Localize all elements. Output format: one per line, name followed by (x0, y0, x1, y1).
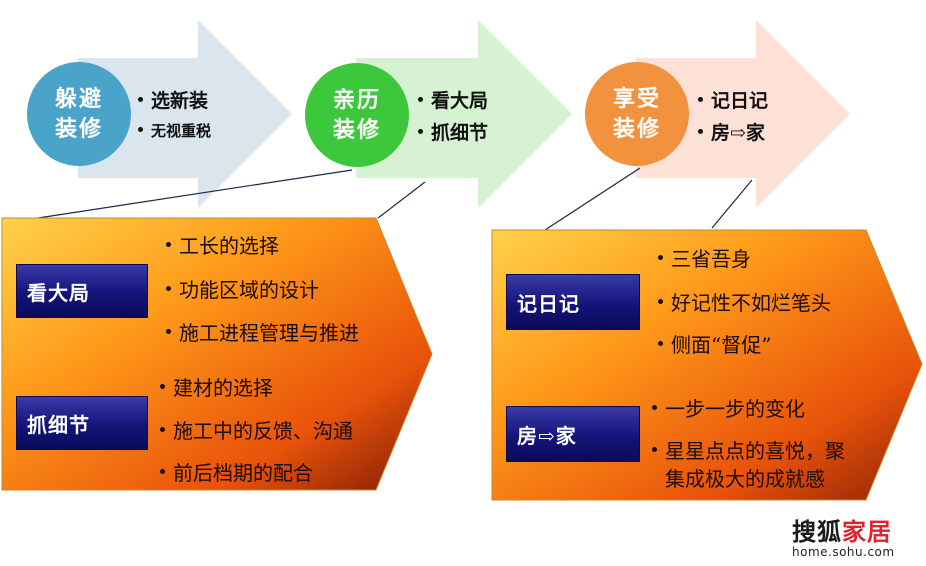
panel-right-item: 侧面“督促” (658, 329, 771, 358)
stage-circle-1: 躲避 装修 (27, 62, 131, 166)
watermark-url: home.sohu.com (792, 545, 895, 559)
stage-3-bullet: 房⇨家 (698, 118, 765, 145)
stage-circle-1-line2: 装修 (54, 116, 103, 142)
panel-left-box-1-label: 看大局 (27, 280, 90, 305)
stage-circle-3: 享受 装修 (585, 62, 689, 166)
stage-2-bullet: 看大局 (418, 86, 488, 113)
connector-line (37, 169, 353, 219)
panel-right-box-2: 房⇨家 (506, 406, 640, 462)
stage-3-bullet: 记日记 (698, 86, 768, 113)
panel-right-item: 好记性不如烂笔头 (658, 287, 831, 316)
connector-line (377, 181, 426, 219)
stage-1-bullet: 无视重税 (138, 120, 211, 141)
stage-2-bullet: 抓细节 (418, 118, 488, 145)
stage-circle-2: 亲历 装修 (305, 63, 409, 167)
panel-right-box-2-label: 房⇨家 (517, 423, 577, 448)
stage-arrow-2 (356, 20, 572, 208)
panel-left-box-2: 抓细节 (16, 396, 148, 450)
panel-left-item: 施工中的反馈、沟通 (160, 415, 353, 444)
panel-left-item: 前后档期的配合 (160, 457, 313, 486)
panel-right-item: 星星点点的喜悦，聚 (652, 435, 845, 464)
panel-right-box-1: 记日记 (506, 274, 640, 330)
panel-left-item: 建材的选择 (160, 372, 273, 401)
panel-right-box-1-label: 记日记 (517, 291, 580, 316)
stage-circle-2-line2: 装修 (332, 117, 381, 143)
stage-circle-1-line1: 躲避 (54, 86, 103, 112)
panel-right-item: 三省吾身 (658, 243, 751, 272)
stage-arrow-3 (636, 20, 850, 208)
watermark-brand-a: 搜狐 (792, 518, 842, 546)
stage-circle-3-line1: 享受 (612, 86, 661, 112)
connector-line (711, 179, 753, 229)
panel-right-item: 集成极大的成就感 (665, 467, 825, 491)
panel-left-item: 施工进程管理与推进 (166, 317, 359, 346)
panel-left-item: 工长的选择 (166, 230, 279, 259)
sohu-watermark: 搜狐家居 home.sohu.com (792, 512, 895, 559)
panel-left-box-1: 看大局 (16, 264, 148, 318)
panel-left-box-2-label: 抓细节 (27, 412, 90, 437)
stage-circle-3-line2: 装修 (612, 116, 661, 142)
stage-circle-2-line1: 亲历 (332, 87, 381, 113)
stage-1-bullet: 选新装 (138, 86, 208, 113)
connector-line (544, 167, 641, 231)
panel-right-item: 一步一步的变化 (652, 393, 805, 422)
stage-arrow-1 (78, 20, 292, 208)
watermark-brand-b: 家居 (842, 518, 892, 546)
panel-left-item: 功能区域的设计 (166, 274, 319, 303)
